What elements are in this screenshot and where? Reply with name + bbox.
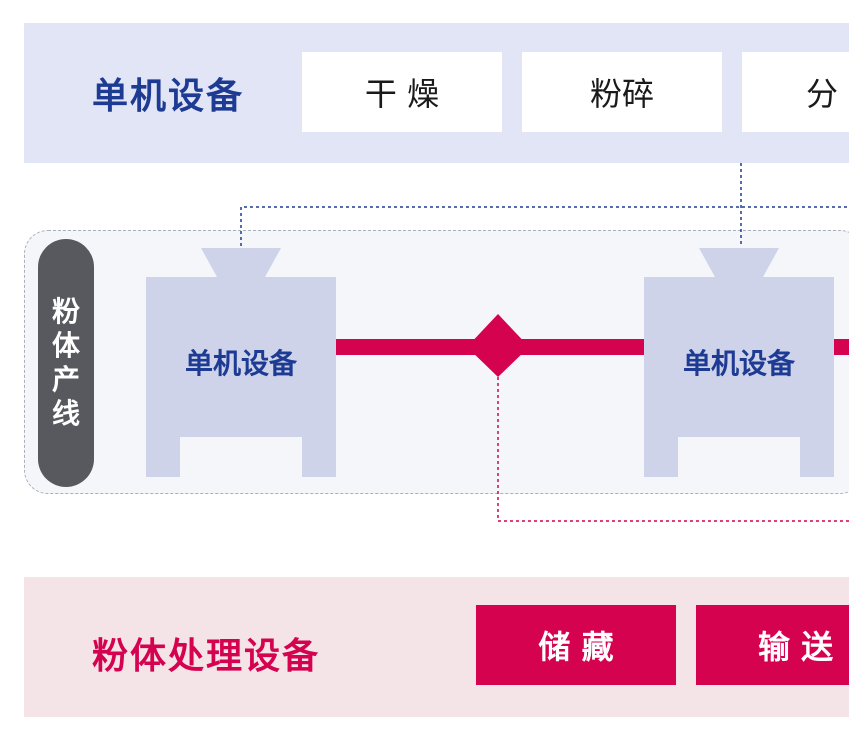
- single-equipment-title: 单机设备: [92, 76, 245, 117]
- machine-2-shape: [644, 248, 834, 477]
- powder-line-char: 体: [51, 329, 80, 362]
- powder-line-char: 产: [51, 363, 80, 396]
- machine-2-label: 单机设备: [682, 347, 795, 380]
- conveying-button[interactable]: 输 送: [696, 605, 849, 685]
- junction-diamond: [467, 314, 529, 377]
- machine-1-label: 单机设备: [184, 347, 297, 380]
- drying-button[interactable]: 干 燥: [302, 52, 502, 132]
- magenta-connector-line: [497, 377, 849, 522]
- powder-line-char: 粉: [51, 295, 80, 328]
- classifying-button[interactable]: 分: [742, 52, 849, 132]
- machine-1[interactable]: 单机设备: [146, 248, 336, 506]
- machine-2[interactable]: 单机设备: [644, 248, 834, 506]
- powder-handling-title: 粉体处理设备: [92, 636, 321, 677]
- machine-1-shape: [146, 248, 336, 477]
- navy-connector-line: [240, 206, 849, 246]
- storage-button[interactable]: 储 藏: [476, 605, 676, 685]
- crushing-button[interactable]: 粉碎: [522, 52, 722, 132]
- powder-line-label: 粉 体 产 线: [38, 239, 94, 487]
- powder-line-char: 线: [51, 397, 80, 430]
